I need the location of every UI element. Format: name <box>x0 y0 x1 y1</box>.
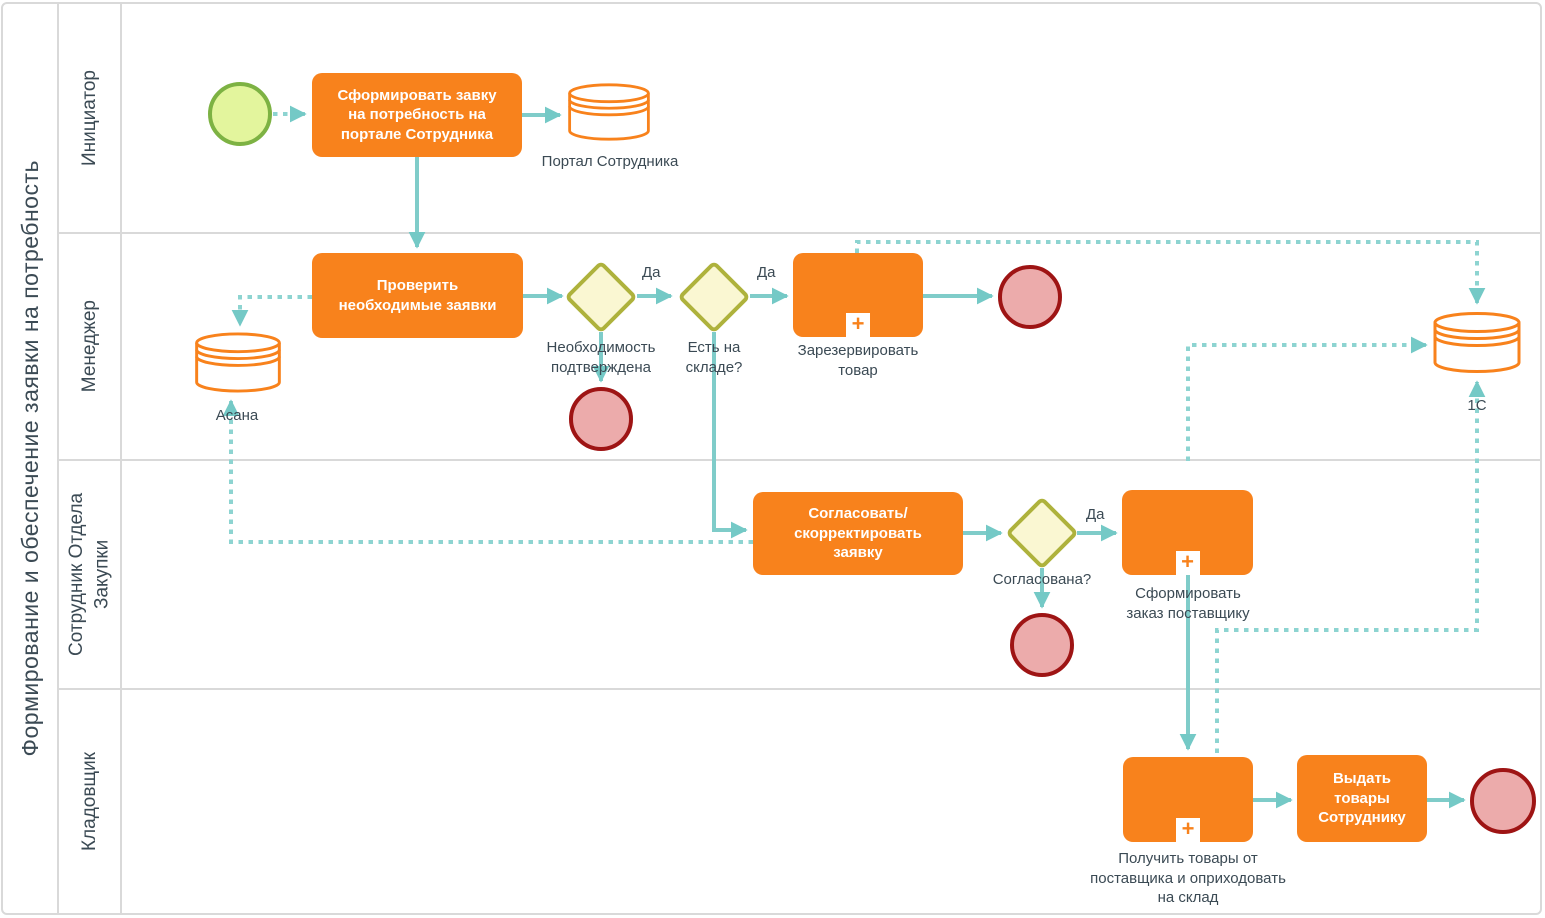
flow-label-yes-2: Да <box>757 264 776 281</box>
task-check-requests[interactable]: Проверить необходимые заявки <box>312 253 523 338</box>
task-issue-goods[interactable]: Выдать товары Сотруднику <box>1297 755 1427 842</box>
task-label: Проверить необходимые заявки <box>338 277 497 314</box>
database-icon <box>568 83 650 141</box>
flow-label-yes-3: Да <box>1086 506 1105 523</box>
end-event-reserved[interactable] <box>998 265 1062 329</box>
task-label: Сформировать завку на потребность на пор… <box>337 86 497 143</box>
task-create-request[interactable]: Сформировать завку на потребность на пор… <box>312 73 522 157</box>
database-icon <box>195 332 281 393</box>
gateway-in-stock-label: Есть на складе? <box>685 339 743 376</box>
lane-divider-2 <box>57 459 1542 461</box>
flow-instock-to-approve <box>712 332 748 539</box>
association-check-to-asana <box>231 295 312 327</box>
end-event-not-confirmed[interactable] <box>569 387 633 451</box>
datastore-asana-label: Асана <box>215 407 259 424</box>
datastore-1c[interactable] <box>1432 310 1522 375</box>
subprocess-plus-icon: + <box>1175 551 1200 575</box>
start-event[interactable] <box>208 82 272 146</box>
subprocess-plus-icon: + <box>1176 818 1200 842</box>
lane-divider-3 <box>57 688 1542 690</box>
association-supplier-order-to-1c <box>1186 336 1428 461</box>
task-receive-goods[interactable]: + <box>1123 757 1253 842</box>
task-reserve-goods-label: Зарезервировать товар <box>797 342 919 379</box>
end-event-issued[interactable] <box>1470 768 1536 834</box>
task-reserve-goods[interactable]: + <box>793 253 923 337</box>
datastore-1c-label: 1С <box>1467 397 1487 414</box>
datastore-portal-label: Портал Сотрудника <box>541 153 679 170</box>
association-approve-to-asana <box>222 399 753 544</box>
task-label: Согласовать/ скорректировать заявку <box>794 505 922 562</box>
task-create-supplier-order[interactable]: + <box>1122 490 1253 575</box>
gateway-approved-label: Согласована? <box>992 571 1092 588</box>
flow-label-yes-1: Да <box>642 264 661 281</box>
end-event-not-approved[interactable] <box>1010 613 1074 677</box>
lane-divider-1 <box>57 232 1542 234</box>
association-reserve-to-1c <box>855 240 1486 305</box>
subprocess-plus-icon: + <box>846 313 870 337</box>
task-receive-goods-label: Получить товары от поставщика и оприходо… <box>1090 850 1286 906</box>
lane-label-divider <box>120 2 122 915</box>
task-create-supplier-order-label: Сформировать заказ поставщику <box>1126 585 1250 622</box>
task-approve-request[interactable]: Согласовать/ скорректировать заявку <box>753 492 963 575</box>
gateway-need-confirmed-label: Необходимость подтверждена <box>546 339 656 376</box>
task-label: Выдать товары Сотруднику <box>1318 770 1406 827</box>
datastore-portal[interactable] <box>565 82 653 142</box>
pool-title-divider <box>57 2 59 915</box>
datastore-asana[interactable] <box>193 331 283 394</box>
database-icon <box>1433 312 1521 373</box>
association-receive-to-1c <box>1215 380 1486 753</box>
